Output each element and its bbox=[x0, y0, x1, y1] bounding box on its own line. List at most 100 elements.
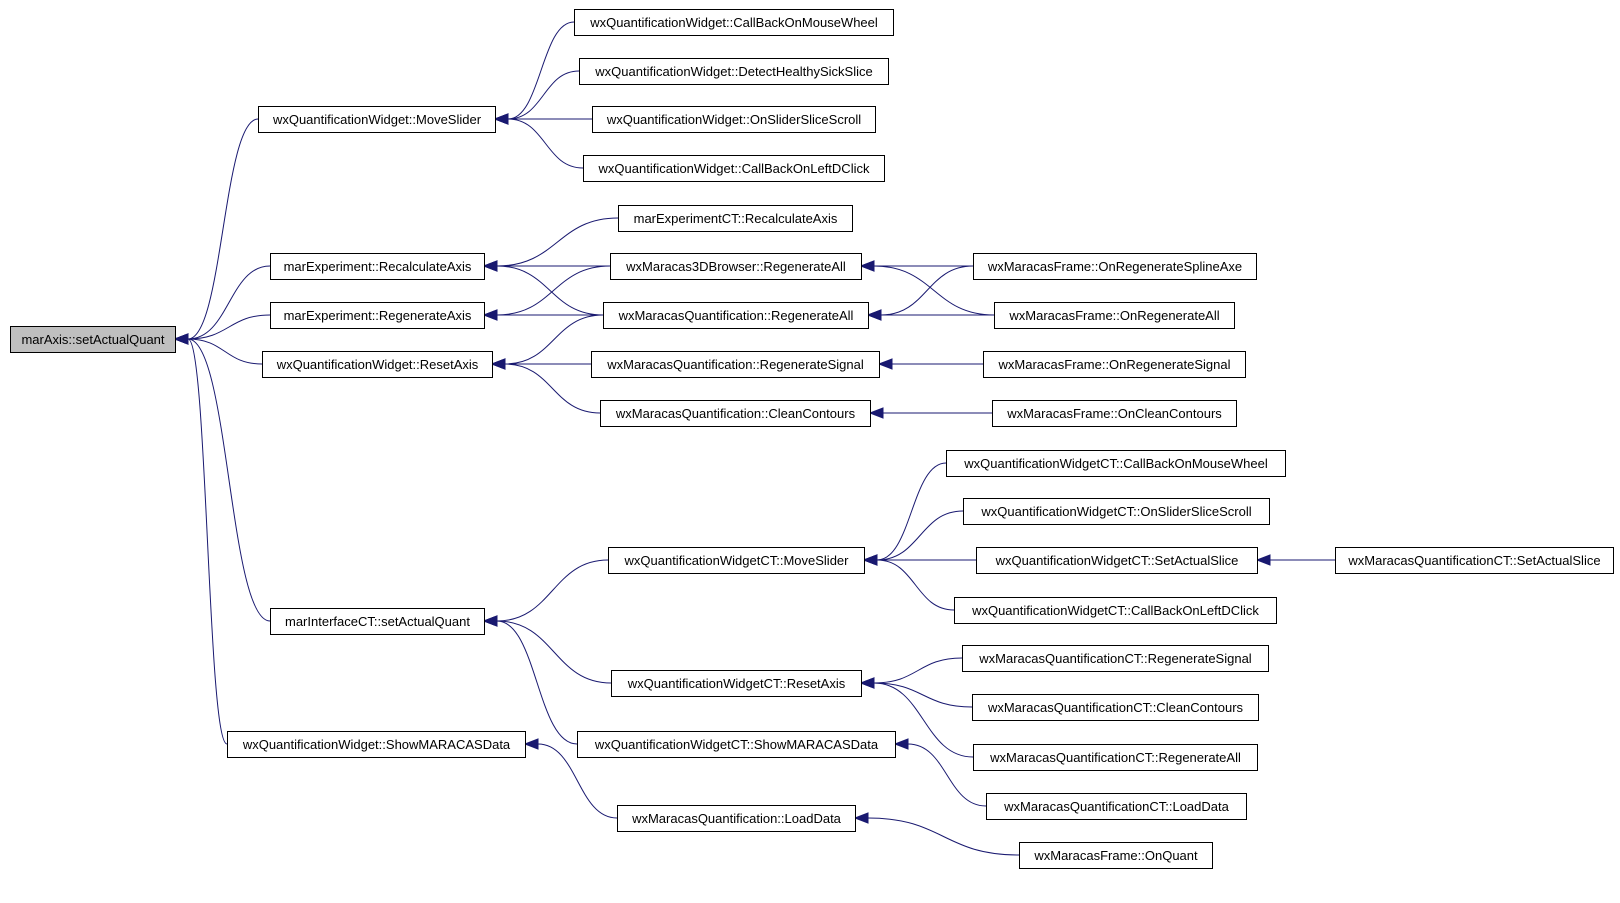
call-edge bbox=[496, 217, 619, 267]
function-node[interactable]: wxMaracasFrame::OnRegenerateAll bbox=[994, 302, 1235, 329]
node-box bbox=[227, 731, 526, 758]
function-node[interactable]: wxMaracasQuantificationCT::RegenerateAll bbox=[973, 744, 1258, 771]
function-node[interactable]: wxQuantificationWidget::OnSliderSliceScr… bbox=[592, 106, 876, 133]
call-edge bbox=[507, 21, 575, 120]
call-edge bbox=[867, 817, 1020, 856]
edge-arrowhead-icon bbox=[1255, 554, 1271, 566]
function-node[interactable]: wxMaracasFrame::OnCleanContours bbox=[992, 400, 1237, 427]
node-box bbox=[591, 351, 880, 378]
edge-arrowhead-icon bbox=[493, 113, 509, 125]
function-node[interactable]: wxMaracasQuantificationCT::LoadData bbox=[986, 793, 1247, 820]
function-node[interactable]: wxMaracasQuantification::RegenerateAll bbox=[603, 302, 869, 329]
node-label: wxMaracas3DBrowser::RegenerateAll bbox=[625, 259, 846, 274]
call-edge bbox=[187, 265, 271, 340]
function-node[interactable]: wxMaracas3DBrowser::RegenerateAll bbox=[610, 253, 862, 280]
function-node[interactable]: wxMaracasQuantification::CleanContours bbox=[600, 400, 871, 427]
call-edge bbox=[496, 620, 578, 745]
node-box bbox=[583, 155, 885, 182]
function-node[interactable]: wxMaracasQuantificationCT::CleanContours bbox=[972, 694, 1259, 721]
edge-arrowhead-icon bbox=[173, 333, 189, 345]
function-node[interactable]: wxQuantificationWidgetCT::OnSliderSliceS… bbox=[963, 498, 1270, 525]
node-label: wxMaracasQuantification::RegenerateSigna… bbox=[606, 357, 864, 372]
node-label: wxQuantificationWidgetCT::CallBackOnLeft… bbox=[971, 603, 1259, 618]
function-node[interactable]: marInterfaceCT::setActualQuant bbox=[270, 608, 485, 635]
node-label: wxMaracasQuantification::RegenerateAll bbox=[618, 308, 854, 323]
node-label: wxMaracasQuantificationCT::CleanContours bbox=[987, 700, 1244, 715]
function-node[interactable]: wxMaracasQuantificationCT::SetActualSlic… bbox=[1335, 547, 1614, 574]
call-edge bbox=[496, 620, 612, 684]
node-label: wxMaracasQuantificationCT::SetActualSlic… bbox=[1347, 553, 1600, 568]
node-box bbox=[610, 253, 862, 280]
edge-arrowhead-icon bbox=[859, 260, 875, 272]
node-box bbox=[262, 351, 493, 378]
call-edge bbox=[876, 559, 955, 611]
edge-arrowhead-icon bbox=[862, 554, 878, 566]
function-node[interactable]: wxQuantificationWidgetCT::ShowMARACASDat… bbox=[577, 731, 896, 758]
function-node[interactable]: wxQuantificationWidget::CallBackOnMouseW… bbox=[574, 9, 894, 36]
call-nodes: marAxis::setActualQuantwxQuantificationW… bbox=[10, 9, 1614, 869]
edge-arrowhead-icon bbox=[490, 358, 506, 370]
function-node[interactable]: wxQuantificationWidgetCT::MoveSlider bbox=[608, 547, 865, 574]
node-box bbox=[963, 498, 1270, 525]
call-edge bbox=[507, 118, 584, 169]
node-label: wxQuantificationWidgetCT::ShowMARACASDat… bbox=[594, 737, 879, 752]
function-node[interactable]: marExperimentCT::RecalculateAxis bbox=[618, 205, 853, 232]
edge-arrowhead-icon bbox=[868, 407, 884, 419]
edge-arrowhead-icon bbox=[866, 309, 882, 321]
call-edge bbox=[507, 70, 580, 120]
node-label: wxMaracasQuantificationCT::RegenerateSig… bbox=[978, 651, 1252, 666]
call-edge bbox=[187, 118, 259, 340]
call-edge bbox=[873, 657, 963, 684]
node-label: marExperimentCT::RecalculateAxis bbox=[634, 211, 838, 226]
node-box bbox=[1335, 547, 1614, 574]
node-box bbox=[992, 400, 1237, 427]
function-node[interactable]: marExperiment::RecalculateAxis bbox=[270, 253, 485, 280]
edge-arrowhead-icon bbox=[482, 260, 498, 272]
node-label: wxQuantificationWidget::ResetAxis bbox=[276, 357, 479, 372]
function-node[interactable]: wxQuantificationWidget::CallBackOnLeftDC… bbox=[583, 155, 885, 182]
node-box bbox=[986, 793, 1247, 820]
function-node[interactable]: wxQuantificationWidgetCT::ResetAxis bbox=[611, 670, 862, 697]
node-box bbox=[617, 805, 856, 832]
edge-arrowhead-icon bbox=[853, 812, 869, 824]
node-box bbox=[976, 547, 1258, 574]
call-edge bbox=[907, 743, 987, 807]
function-node[interactable]: wxQuantificationWidget::DetectHealthySic… bbox=[579, 58, 889, 85]
call-edge bbox=[187, 338, 228, 745]
function-node[interactable]: wxMaracasQuantification::RegenerateSigna… bbox=[591, 351, 880, 378]
function-node[interactable]: wxQuantificationWidget::ResetAxis bbox=[262, 351, 493, 378]
node-label: wxQuantificationWidgetCT::ResetAxis bbox=[627, 676, 846, 691]
function-node[interactable]: wxQuantificationWidget::MoveSlider bbox=[258, 106, 496, 133]
node-label: wxQuantificationWidgetCT::CallBackOnMous… bbox=[963, 456, 1268, 471]
function-node[interactable]: wxMaracasQuantificationCT::RegenerateSig… bbox=[962, 645, 1269, 672]
node-box bbox=[608, 547, 865, 574]
function-node[interactable]: wxMaracasFrame::OnRegenerateSignal bbox=[983, 351, 1246, 378]
function-node[interactable]: wxQuantificationWidgetCT::CallBackOnLeft… bbox=[954, 597, 1277, 624]
node-box bbox=[579, 58, 889, 85]
call-edge bbox=[187, 338, 263, 365]
node-box bbox=[592, 106, 876, 133]
node-label: marInterfaceCT::setActualQuant bbox=[285, 614, 470, 629]
node-box bbox=[611, 670, 862, 697]
node-box bbox=[983, 351, 1246, 378]
node-box bbox=[577, 731, 896, 758]
node-label: wxMaracasFrame::OnRegenerateAll bbox=[1008, 308, 1219, 323]
root-function-node[interactable]: marAxis::setActualQuant bbox=[10, 326, 176, 353]
function-node[interactable]: wxQuantificationWidgetCT::SetActualSlice bbox=[976, 547, 1258, 574]
edge-arrowhead-icon bbox=[523, 738, 539, 750]
function-node[interactable]: wxMaracasQuantification::LoadData bbox=[617, 805, 856, 832]
node-box bbox=[258, 106, 496, 133]
function-node[interactable]: wxMaracasFrame::OnRegenerateSplineAxe bbox=[973, 253, 1257, 280]
function-node[interactable]: marExperiment::RegenerateAxis bbox=[270, 302, 485, 329]
call-edge bbox=[537, 743, 618, 819]
node-box bbox=[270, 608, 485, 635]
node-label: wxMaracasQuantificationCT::RegenerateAll bbox=[989, 750, 1241, 765]
function-node[interactable]: wxQuantificationWidget::ShowMARACASData bbox=[227, 731, 526, 758]
function-node[interactable]: wxMaracasFrame::OnQuant bbox=[1019, 842, 1213, 869]
node-label: wxQuantificationWidgetCT::MoveSlider bbox=[624, 553, 850, 568]
node-box bbox=[10, 326, 176, 353]
node-box bbox=[574, 9, 894, 36]
node-label: wxMaracasFrame::OnRegenerateSignal bbox=[998, 357, 1231, 372]
function-node[interactable]: wxQuantificationWidgetCT::CallBackOnMous… bbox=[946, 450, 1286, 477]
